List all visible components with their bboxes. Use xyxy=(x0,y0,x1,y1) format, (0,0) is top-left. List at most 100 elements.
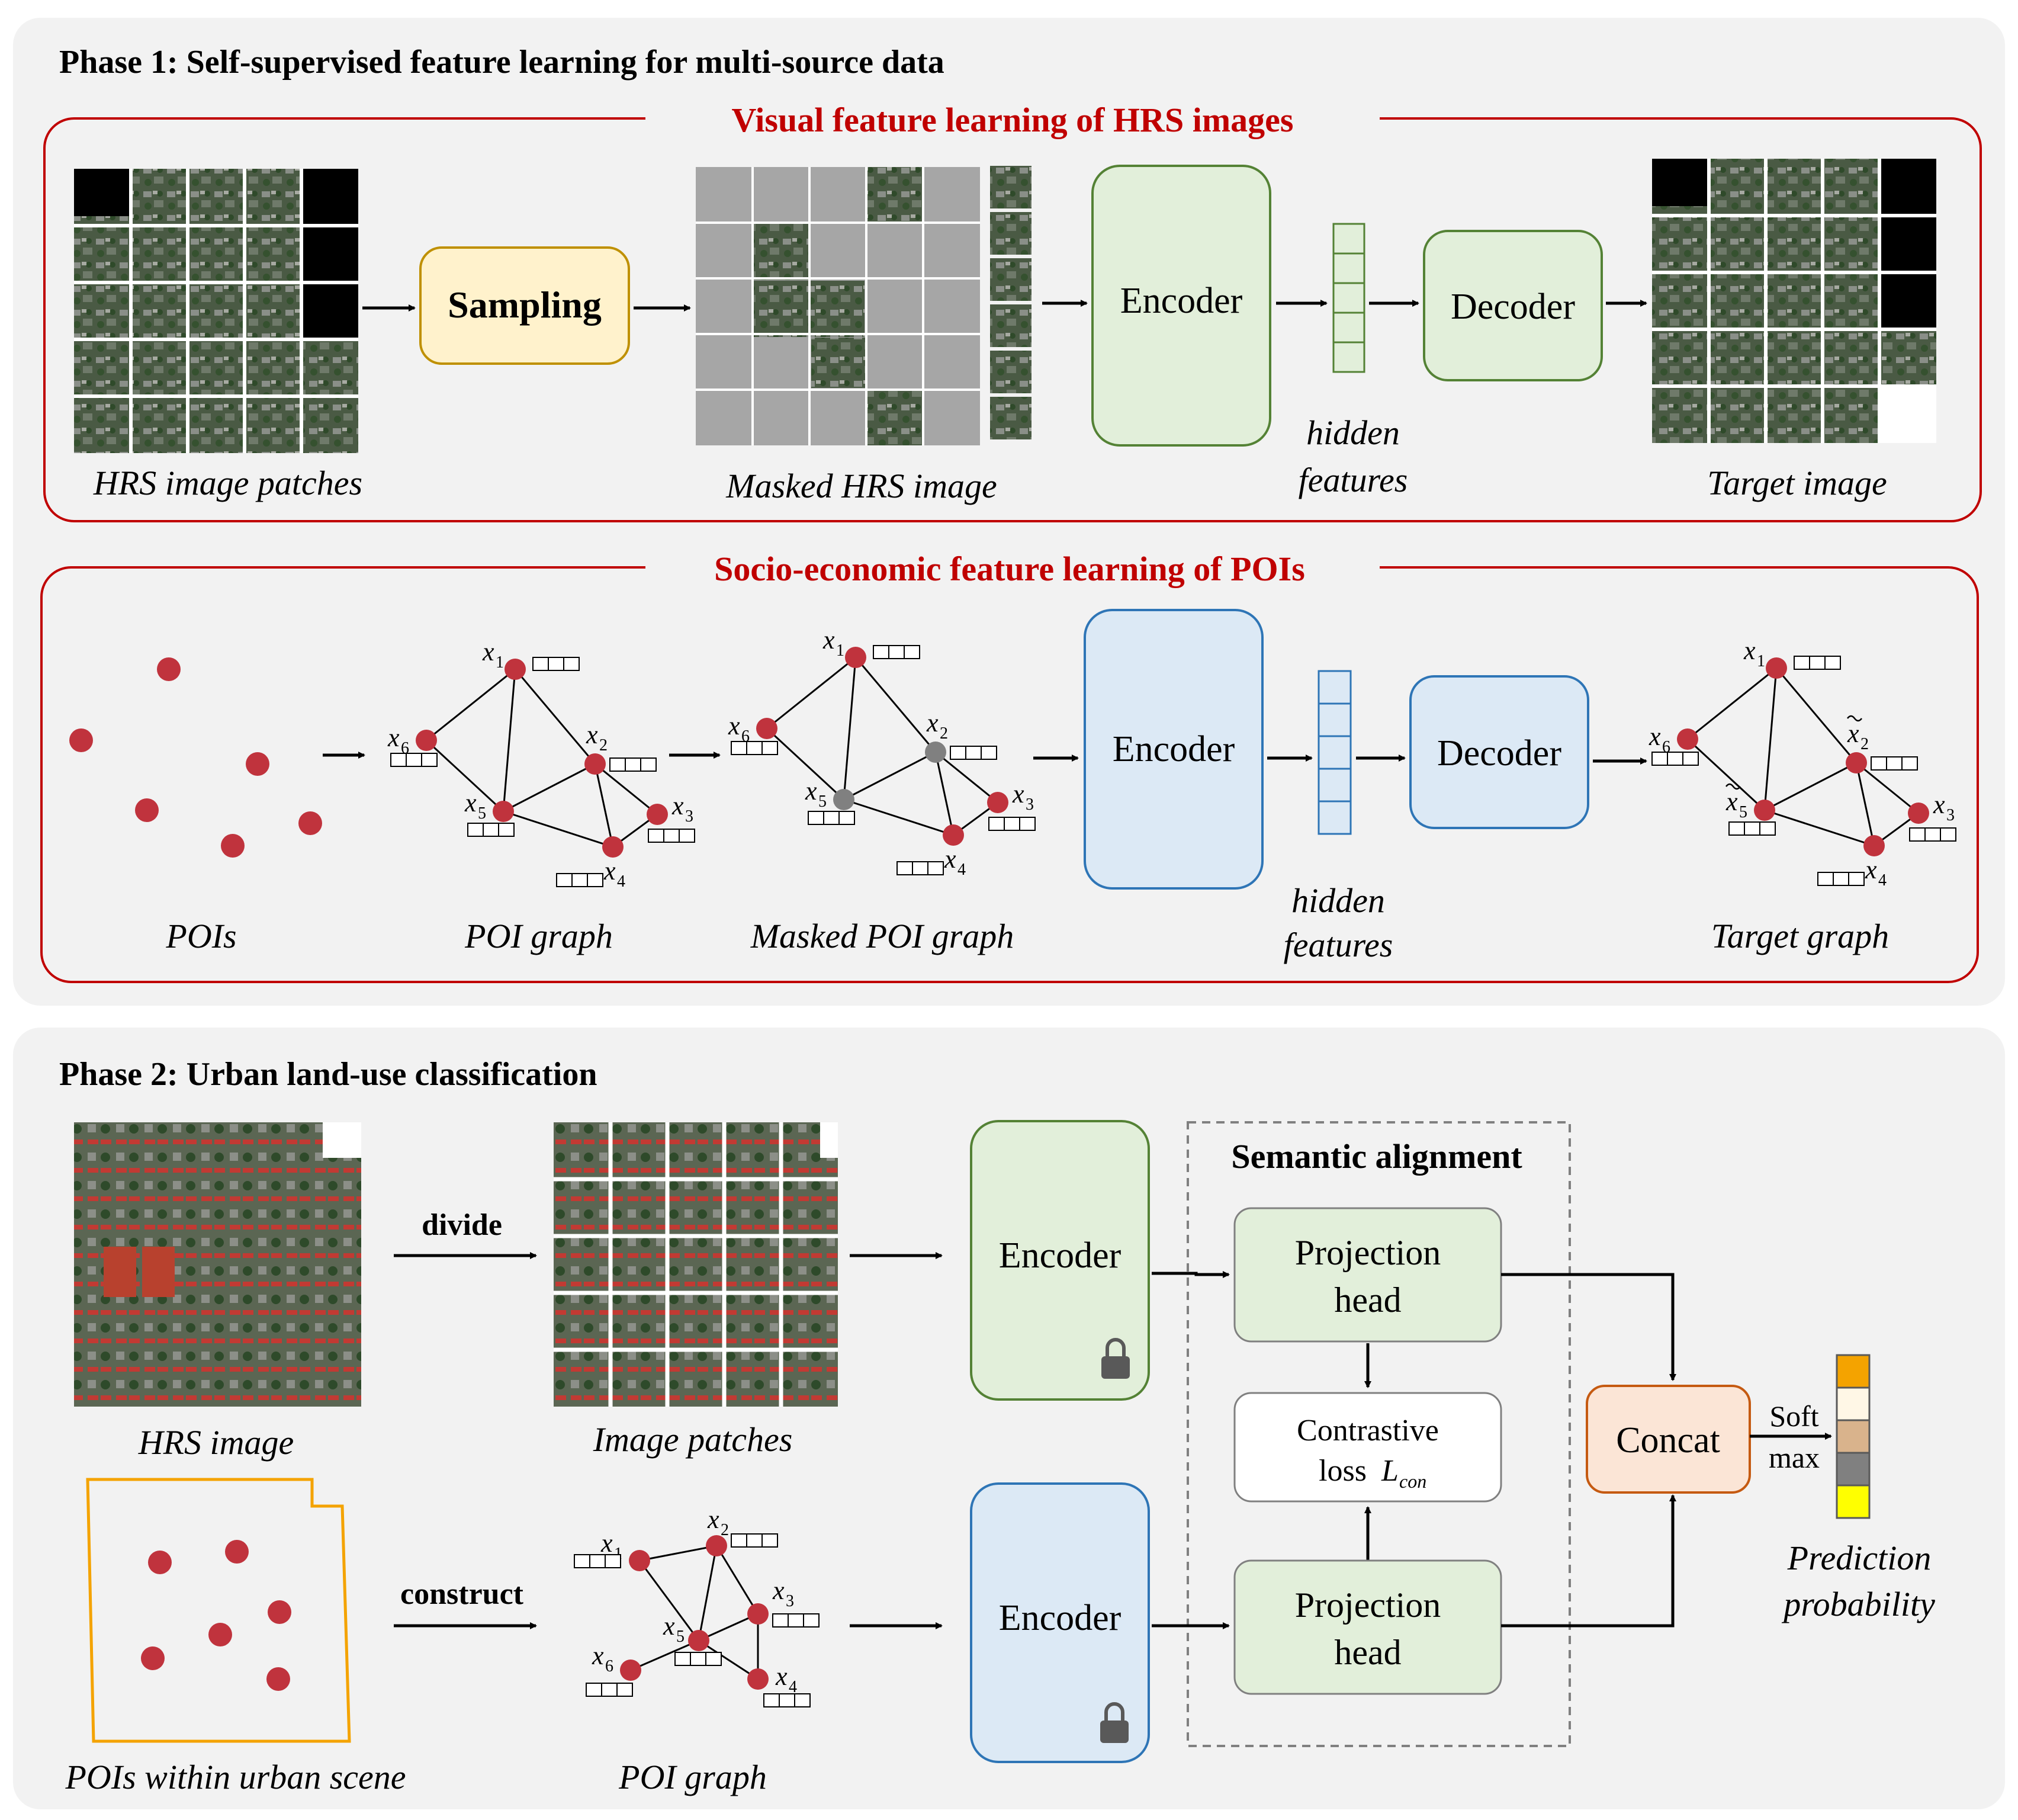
graph-node-index: 3 xyxy=(685,807,693,826)
softmax-line1: Soft xyxy=(1769,1399,1818,1433)
feature-vector-cell xyxy=(587,873,603,887)
probability-cell xyxy=(1836,1484,1871,1519)
feature-vector-cell xyxy=(772,1613,789,1628)
feature-vector-cell xyxy=(467,823,484,837)
phase2-poi-graph-caption: POI graph xyxy=(618,1758,767,1796)
feature-vector-cell xyxy=(761,741,778,755)
feature-vector-cell xyxy=(390,753,407,767)
feature-vector-cell xyxy=(965,746,982,760)
phase2-encoder-bottom-label: Encoder xyxy=(999,1598,1122,1638)
feature-vector-cell xyxy=(1817,872,1834,886)
sampling-box xyxy=(419,246,630,365)
graph-edge xyxy=(766,727,845,801)
tilde-mark xyxy=(1725,783,1741,790)
graph-node-index: 2 xyxy=(599,736,608,755)
masked-hrs-image xyxy=(696,166,1032,445)
visual-decoder-box xyxy=(1423,230,1603,381)
poi-hidden-line1: hidden xyxy=(1291,881,1385,920)
feature-vector-cell xyxy=(838,811,855,825)
graph-node xyxy=(1846,752,1867,773)
feature-vector-cell xyxy=(1824,656,1841,670)
lock-icon xyxy=(1100,1702,1129,1743)
feature-vector-cell xyxy=(679,829,695,843)
feature-vector-cell xyxy=(731,1533,747,1548)
graph-edge xyxy=(1687,667,1777,740)
graph-edge xyxy=(1764,809,1875,847)
graph-node-index: 5 xyxy=(818,792,827,811)
feature-vector-cell xyxy=(421,753,438,767)
graph-edge xyxy=(503,763,596,813)
graph-edge xyxy=(1855,762,1875,846)
concat-label: Concat xyxy=(1616,1420,1720,1461)
phase2-title: Phase 2: Urban land-use classification xyxy=(59,1056,597,1093)
graph-edge xyxy=(698,1545,718,1641)
masked-poi-graph-caption: Masked POI graph xyxy=(750,917,1014,955)
urban-scene-boundary xyxy=(86,1478,351,1743)
graph-node xyxy=(1766,657,1787,679)
feature-vector-cell xyxy=(896,861,913,875)
feature-vector-cell xyxy=(1744,821,1760,836)
graph-node-label: x xyxy=(464,788,477,817)
poi-encoder-label: Encoder xyxy=(1113,729,1235,769)
graph-node xyxy=(747,1668,769,1690)
graph-node-index: 5 xyxy=(676,1628,685,1646)
feature-vector-cell xyxy=(483,823,499,837)
proj-bottom-line1: Projection xyxy=(1295,1585,1441,1625)
graph-edge xyxy=(1856,762,1919,814)
masked-hrs-caption: Masked HRS image xyxy=(725,467,997,505)
feature-vector-cell xyxy=(616,1683,633,1697)
hrs-patches-caption: HRS image patches xyxy=(93,464,362,502)
graph-edge xyxy=(854,657,937,753)
pois-within-scene-caption: POIs within urban scene xyxy=(65,1758,406,1796)
graph-edge xyxy=(715,1545,759,1614)
feature-vector-cell xyxy=(761,1533,778,1548)
prediction-line2: probability xyxy=(1781,1585,1935,1623)
feature-vector-cell xyxy=(601,1683,618,1697)
feature-vector-cell xyxy=(1886,756,1903,771)
feature-vector-cell xyxy=(1924,827,1941,842)
feature-vector-cell xyxy=(648,829,664,843)
graph-node-index: 5 xyxy=(478,804,486,823)
feature-vector-cell xyxy=(589,1554,606,1568)
feature-vector-cell xyxy=(1759,821,1776,836)
feature-vector-cell xyxy=(406,753,422,767)
graph-node xyxy=(1908,803,1929,824)
pois-caption: POIs xyxy=(165,917,236,955)
feature-vector-cell xyxy=(746,1533,763,1548)
graph-edge xyxy=(630,1639,699,1671)
graph-node-label: x xyxy=(1725,787,1738,816)
graph-node-label: x xyxy=(663,1612,675,1641)
projection-head-top xyxy=(1233,1207,1502,1343)
feature-vector-cell xyxy=(705,1652,722,1666)
feature-vector-cell xyxy=(674,1652,691,1666)
graph-edge xyxy=(698,1613,759,1642)
graph-node-label: x xyxy=(926,708,939,737)
graph-edge xyxy=(766,656,856,730)
graph-node-index: 3 xyxy=(786,1592,794,1610)
poi-decoder-label: Decoder xyxy=(1437,733,1561,773)
graph-node-label: x xyxy=(1865,855,1877,884)
feature-vector-cell xyxy=(794,1693,811,1707)
graph-edge xyxy=(514,669,596,765)
feature-vector-cell xyxy=(873,645,889,659)
feature-vector-cell xyxy=(1809,656,1826,670)
poi-encoder-box xyxy=(1084,609,1264,890)
visual-section-title: Visual feature learning of HRS images xyxy=(732,101,1294,139)
graph-node-index: 3 xyxy=(1946,806,1955,824)
poi-section-title: Socio-economic feature learning of POIs xyxy=(714,550,1305,588)
graph-node-label: x xyxy=(944,845,956,874)
feature-vector-cell xyxy=(556,873,573,887)
visual-decoder-label: Decoder xyxy=(1451,287,1575,327)
graph-node xyxy=(987,792,1008,813)
graph-edge xyxy=(638,1560,700,1641)
divide-label: divide xyxy=(422,1208,502,1242)
target-graph-caption: Target graph xyxy=(1711,917,1889,955)
graph-node xyxy=(620,1659,641,1681)
feature-vector-cell xyxy=(788,1613,804,1628)
graph-edge xyxy=(426,668,516,742)
graph-node xyxy=(756,718,777,739)
feature-vector-cell xyxy=(808,811,824,825)
feature-vector-cell xyxy=(605,1554,621,1568)
